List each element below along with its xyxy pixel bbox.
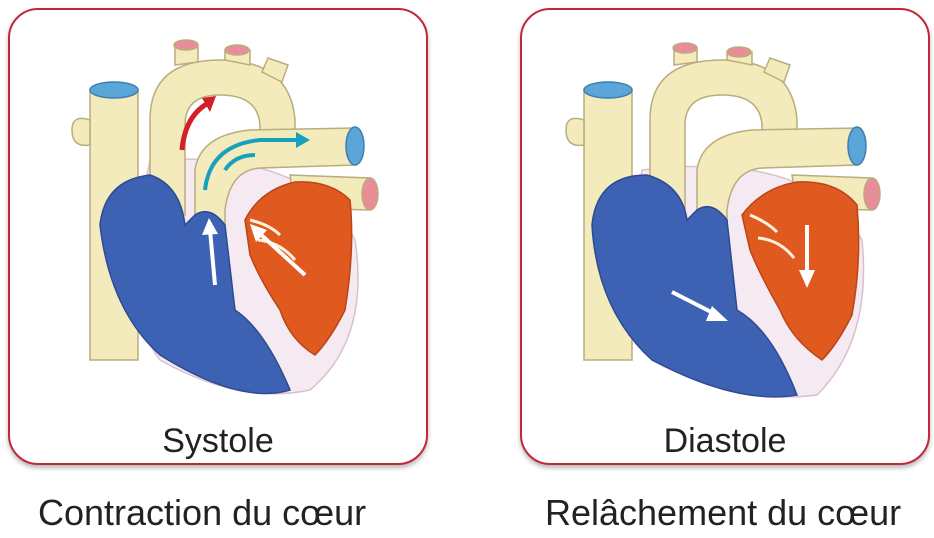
systole-label: Systole xyxy=(10,422,426,461)
heart-systole-illustration xyxy=(10,10,430,420)
diastole-caption: Relâchement du cœur xyxy=(545,492,901,534)
heart-diastole-illustration xyxy=(522,10,932,420)
diastole-label: Diastole xyxy=(522,422,928,461)
systole-card: Systole xyxy=(8,8,428,465)
systole-caption: Contraction du cœur xyxy=(38,492,366,534)
diastole-card: Diastole xyxy=(520,8,930,465)
